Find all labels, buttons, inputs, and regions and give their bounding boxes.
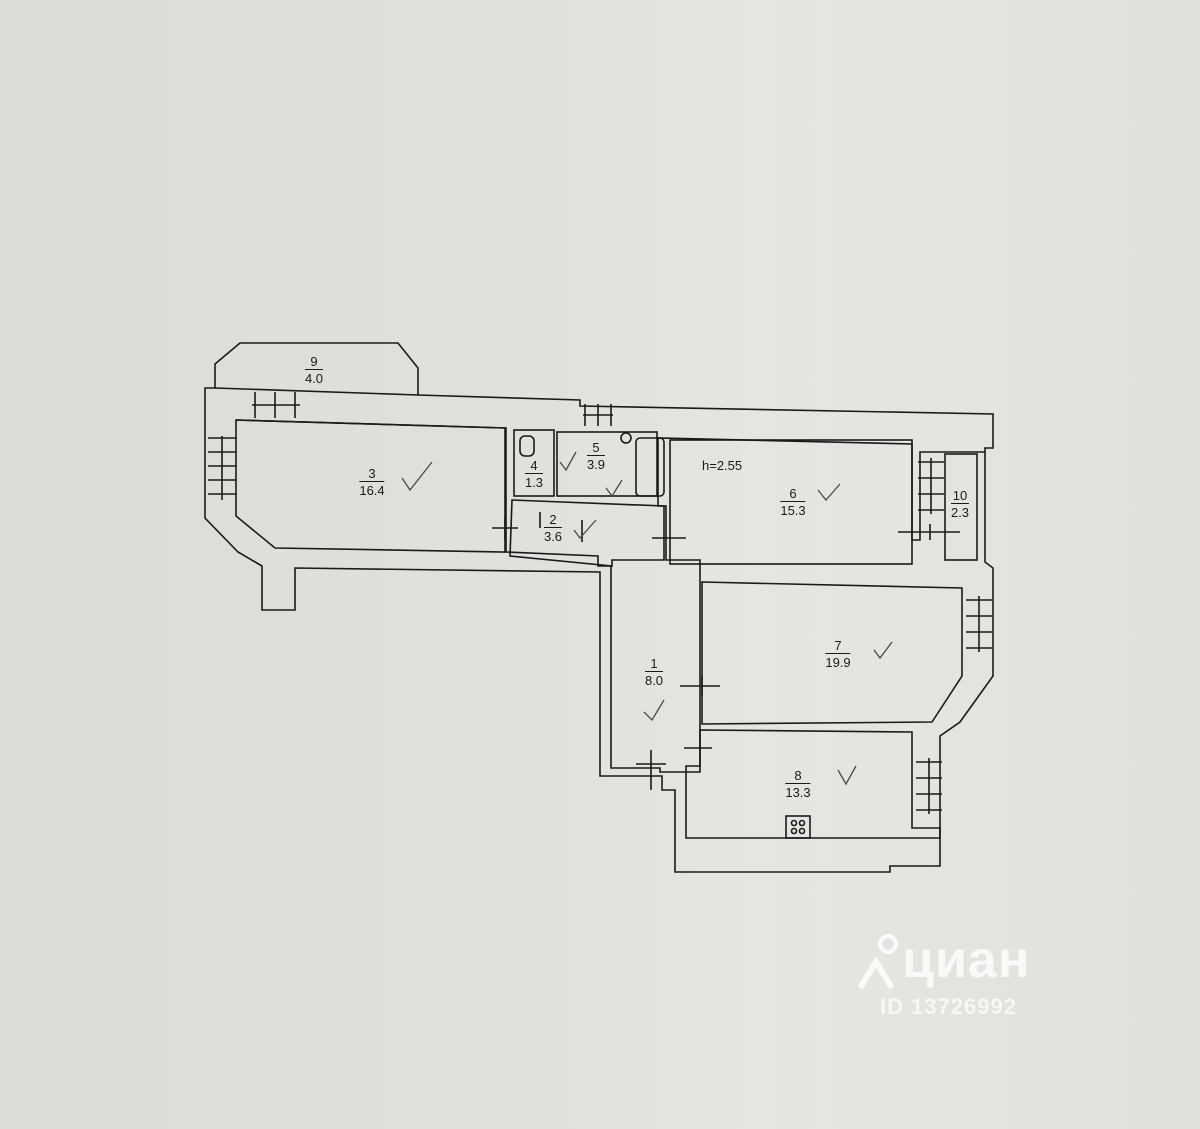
window-room-6 — [918, 458, 944, 514]
room-area: 19.9 — [825, 653, 851, 670]
room-label-7: 7 19.9 — [825, 638, 851, 670]
outer-wall — [204, 342, 994, 873]
check-mark — [873, 641, 893, 660]
room-number: 8 — [794, 768, 802, 783]
room-area: 4.0 — [304, 369, 324, 386]
room-number: 5 — [592, 440, 600, 455]
room-label-10: 10 2.3 — [950, 488, 970, 520]
balcony-9-rail — [214, 387, 419, 396]
window-room-3 — [208, 436, 236, 500]
room-label-9: 9 4.0 — [304, 354, 324, 386]
door-room-7 — [680, 676, 720, 696]
door-room-10 — [898, 524, 960, 540]
room-area: 8.0 — [644, 671, 664, 688]
stove — [785, 815, 811, 839]
room-number: 4 — [530, 458, 538, 473]
inner-wall — [235, 419, 985, 773]
room-2-outline — [509, 499, 665, 567]
room-number: 3 — [368, 466, 376, 481]
room-label-3: 3 16.4 — [359, 466, 385, 498]
room-label-1: 1 8.0 — [644, 656, 664, 688]
room-label-8: 8 13.3 — [785, 768, 811, 800]
room-number: 10 — [952, 488, 968, 503]
room-4-outline — [513, 429, 555, 497]
window-room-7 — [966, 596, 992, 652]
bathtub — [635, 437, 665, 497]
check-mark — [559, 451, 577, 472]
room-area: 15.3 — [780, 501, 806, 518]
room-area: 13.3 — [785, 783, 811, 800]
room-area: 16.4 — [359, 481, 385, 498]
room-label-6: 6 15.3 — [780, 486, 806, 518]
room-number: 2 — [549, 512, 557, 527]
check-mark — [573, 519, 597, 540]
room-number: 1 — [650, 656, 658, 671]
room-area: 1.3 — [524, 473, 544, 490]
room-8-outline — [685, 729, 941, 839]
room-number: 9 — [310, 354, 318, 369]
ceiling-height: h=2.55 — [702, 458, 743, 473]
room-10-outline — [944, 453, 978, 561]
room-5-outline — [556, 431, 658, 497]
room-3-outline — [235, 419, 506, 553]
sink — [620, 432, 632, 444]
check-mark — [837, 765, 857, 786]
room-number: 7 — [834, 638, 842, 653]
door-room-3 — [492, 518, 518, 540]
room-label-2: 2 3.6 — [543, 512, 563, 544]
room-area: 3.6 — [543, 527, 563, 544]
watermark-listing-id: ID 13726992 — [880, 994, 1017, 1019]
check-mark — [401, 461, 433, 492]
balcony-door — [252, 392, 300, 418]
entrance-door — [636, 750, 666, 790]
window-kitchen-vent — [583, 404, 613, 426]
door-room-2 — [539, 512, 583, 542]
window-room-8 — [916, 758, 942, 814]
room-number: 6 — [789, 486, 797, 501]
room-label-4: 4 1.3 — [524, 458, 544, 490]
check-mark — [605, 479, 623, 498]
check-mark — [643, 699, 665, 722]
cian-watermark: циан ID 13726992 — [858, 928, 1078, 1048]
room-area: 2.3 — [950, 503, 970, 520]
room-6-outline — [669, 439, 913, 565]
check-mark — [817, 483, 841, 502]
watermark-brand: циан — [902, 931, 1031, 989]
location-pin-house-icon — [858, 934, 898, 990]
room-area: 3.9 — [586, 455, 606, 472]
room-label-5: 5 3.9 — [586, 440, 606, 472]
room-7-outline — [701, 581, 963, 725]
toilet — [519, 435, 535, 457]
